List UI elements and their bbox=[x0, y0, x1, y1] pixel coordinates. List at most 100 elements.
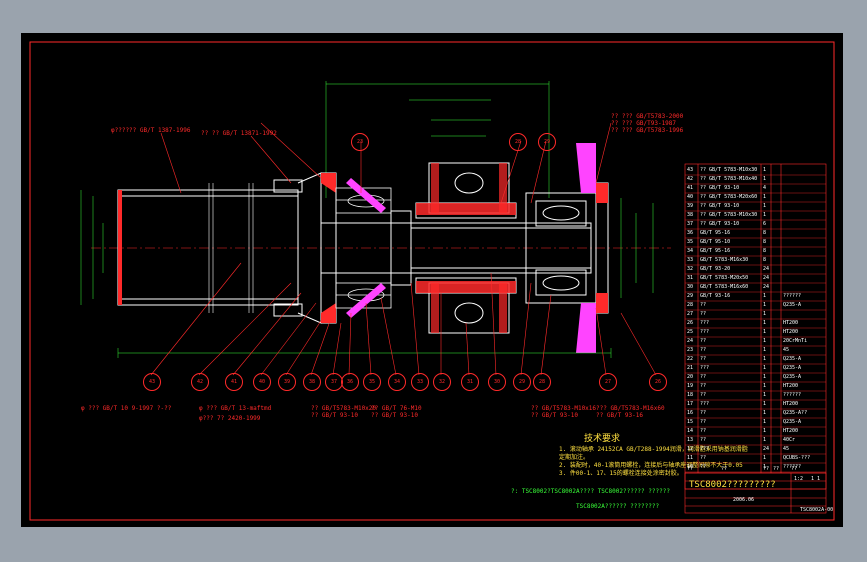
bom-cell: ??? bbox=[700, 329, 710, 335]
bom-cell: ?? bbox=[700, 347, 707, 353]
bom-cell: Q235-A bbox=[783, 374, 802, 380]
drum-tube bbox=[117, 183, 299, 313]
bom-cell: 13 bbox=[687, 437, 694, 443]
bom-cell: 1 bbox=[763, 320, 767, 326]
bom-cell: ?? bbox=[700, 383, 707, 389]
label-seal: ?? ?? GB/T 13871-1992 bbox=[201, 130, 277, 137]
pulley-hub-hatch-top bbox=[416, 203, 516, 215]
callout-bottom-26: 26 bbox=[649, 373, 667, 391]
bom-cell: 20 bbox=[687, 374, 694, 380]
bom-cell: 41 bbox=[687, 185, 694, 191]
bom-cell: Q235-A?? bbox=[783, 410, 808, 416]
callout-bottom-29: 29 bbox=[513, 373, 531, 391]
bom-cell: 25 bbox=[687, 329, 694, 335]
bom-cell: ?? bbox=[700, 437, 707, 443]
bom-cell: ?? bbox=[700, 356, 707, 362]
bom-header-cell: ?? bbox=[687, 466, 694, 472]
callout-bottom-30: 30 bbox=[488, 373, 506, 391]
bom-cell: 11 bbox=[687, 455, 694, 461]
bom-cell: ?? GB/T 5783-M10x40 bbox=[700, 176, 758, 182]
bom-cell: 28 bbox=[687, 302, 694, 308]
bom-cell: 17 bbox=[687, 401, 694, 407]
bom-cell: 20CrMnTi bbox=[783, 338, 808, 344]
bom-cell: ?? GB/T 5783-M10x30 bbox=[700, 167, 758, 173]
bom-cell: 1 bbox=[763, 410, 767, 416]
bom-cell: 19 bbox=[687, 383, 694, 389]
tech-req-line-2: 定期加注。 bbox=[559, 454, 590, 461]
bom-cell: 43 bbox=[687, 167, 694, 173]
bom-cell: 27 bbox=[687, 311, 694, 317]
bom-cell: 1 bbox=[763, 365, 767, 371]
label-shaft-seal: φ?????? GB/T 1387-1996 bbox=[111, 127, 191, 134]
bom-cell: 4 bbox=[763, 185, 767, 191]
bom-cell: 15 bbox=[687, 419, 694, 425]
bom-cell: 1 bbox=[763, 356, 767, 362]
tech-req-line-4: 3. 件00-1、17、15的螺栓连接处涂密封胶。 bbox=[559, 470, 683, 477]
bom-cell: ?? GB/T 93-10 bbox=[700, 203, 740, 209]
bom-cell: 26 bbox=[687, 320, 694, 326]
drawing-canvas[interactable] bbox=[21, 33, 843, 527]
bottom-note-a2: ?? GB/T 93-10 bbox=[311, 412, 358, 419]
left-seal-top bbox=[346, 178, 386, 213]
bom-cell: 1 bbox=[763, 392, 767, 398]
bom-cell: 38 bbox=[687, 212, 694, 218]
bom-cell: ?? bbox=[700, 419, 707, 425]
bom-cell: 45 bbox=[783, 446, 790, 452]
bom-cell: 42 bbox=[687, 176, 694, 182]
bom-grid bbox=[684, 163, 827, 514]
bom-header-cell: ?? bbox=[721, 466, 728, 472]
bom-cell: GB/T 5783-M20x50 bbox=[700, 275, 749, 281]
bom-cell: 1 bbox=[763, 329, 767, 335]
bom-cell: Q235-A bbox=[783, 356, 802, 362]
bom-cell: ?? bbox=[700, 311, 707, 317]
bom-cell: 6 bbox=[763, 221, 767, 227]
bom-cell: 1 bbox=[763, 428, 767, 434]
bom-cell: 1 bbox=[763, 437, 767, 443]
bom-cell: 24 bbox=[763, 284, 770, 290]
bom-header-cell: ?? bbox=[791, 466, 798, 472]
bom-cell: 32 bbox=[687, 266, 694, 272]
bom-cell: ?????? bbox=[783, 464, 802, 470]
bom-cell: ??? bbox=[700, 401, 710, 407]
bom-cell: 39 bbox=[687, 203, 694, 209]
bom-cell: 24 bbox=[763, 266, 770, 272]
drawing-number: TSC8002????????? bbox=[689, 480, 776, 490]
bom-cell: 40 bbox=[687, 194, 694, 200]
bom-cell: 1 bbox=[763, 464, 767, 470]
bom-cell: HT200 bbox=[783, 320, 799, 326]
bom-cell: 8 bbox=[763, 257, 767, 263]
bom-cell: 10 bbox=[687, 464, 694, 470]
bom-cell: 45 bbox=[783, 347, 790, 353]
label-bolt-right-1: ?? ??? GB/T5783-2000 bbox=[611, 113, 684, 120]
bottom-note-b2: ?? GB/T 93-10 bbox=[371, 412, 418, 419]
bom-cell: 30 bbox=[687, 284, 694, 290]
bom-cell: 1 bbox=[763, 176, 767, 182]
bom-cell: GB/T 95-16 bbox=[700, 248, 731, 254]
bom-cell: ?????? bbox=[783, 293, 802, 299]
bom-cell: ?? bbox=[700, 302, 707, 308]
bom-cell: 1 bbox=[763, 194, 767, 200]
bom-cell: GB/T 95-10 bbox=[700, 239, 731, 245]
callout-bottom-34: 34 bbox=[388, 373, 406, 391]
bottom-note-a1: ?? GB/T5783-M10x20 bbox=[311, 405, 377, 412]
bom-cell: 24 bbox=[763, 446, 770, 452]
callout-bottom-40: 40 bbox=[253, 373, 271, 391]
scale: 1:2 bbox=[794, 476, 804, 482]
bom-cell: 1 bbox=[763, 338, 767, 344]
bom-cell: ?? bbox=[700, 392, 707, 398]
bom-cell: 1 bbox=[763, 167, 767, 173]
bottom-note-c2: ?? GB/T 93-10 bbox=[531, 412, 578, 419]
bottom-note-c1: ?? GB/T5783-M10x16 bbox=[531, 405, 597, 412]
bom-cell: GB/T 93-16 bbox=[700, 293, 731, 299]
tech-req-line-3: 2. 装配时，40-1滚筒用螺栓，连接后与轴承座调整间隙不大于0.05 bbox=[559, 462, 743, 469]
bom-cell: 1 bbox=[763, 347, 767, 353]
bom-cell: 1 bbox=[763, 311, 767, 317]
bom-cell: ??? bbox=[700, 446, 710, 452]
bom-cell: HT200 bbox=[783, 401, 799, 407]
left-seal-bottom bbox=[346, 283, 386, 318]
bom-cell: Q235-A bbox=[783, 365, 802, 371]
label-bolt-right-3: ?? ??? GB/T5783-1996 bbox=[611, 127, 684, 134]
callout-bottom-28: 28 bbox=[533, 373, 551, 391]
callout-top-28: 28 bbox=[509, 133, 527, 151]
callout-bottom-41: 41 bbox=[225, 373, 243, 391]
